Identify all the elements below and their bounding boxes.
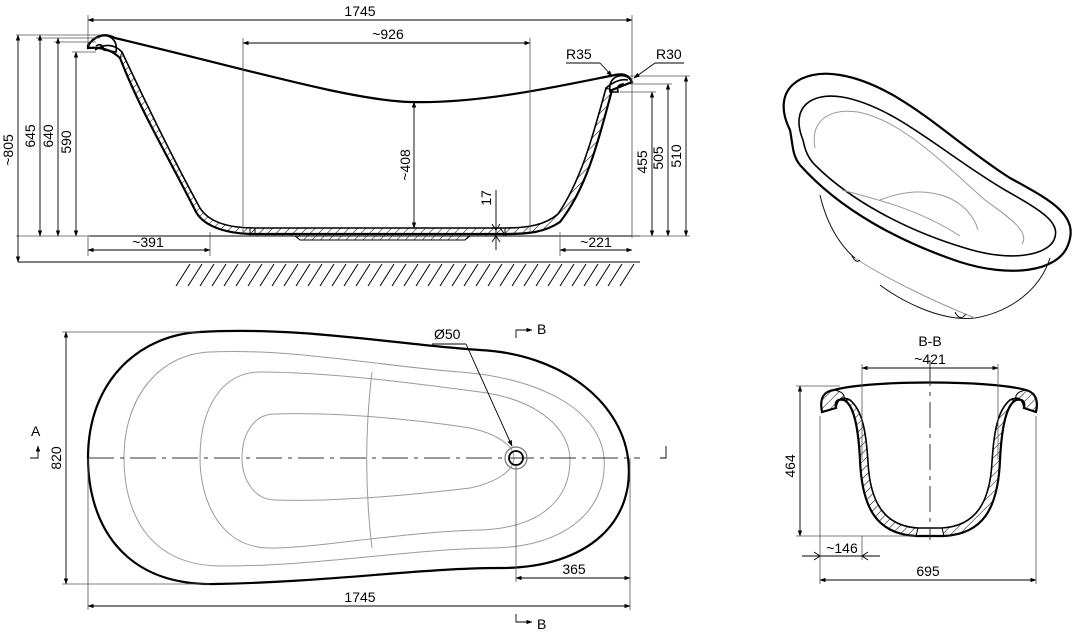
ground-hatch-line bbox=[175, 263, 191, 287]
side-view-left-wall-hatch bbox=[119, 50, 256, 235]
ground-hatch-line bbox=[235, 263, 251, 287]
ground-hatch-line bbox=[343, 263, 359, 287]
ground-hatch-line bbox=[583, 263, 599, 287]
top-view-outer-outline bbox=[86, 329, 630, 586]
dim-left-height-2-label: 640 bbox=[40, 124, 56, 148]
side-view-outer-outline bbox=[86, 34, 634, 236]
ground-hatch-line bbox=[439, 263, 455, 287]
ground-hatch-line bbox=[391, 263, 407, 287]
dim-right-height-2-label: 505 bbox=[650, 146, 666, 170]
ground-hatch-line bbox=[355, 263, 371, 287]
radius-r35-label: R35 bbox=[566, 46, 592, 62]
perspective-outer-body bbox=[819, 194, 1051, 319]
ground-hatch-line bbox=[511, 263, 527, 287]
top-view-inner-basin bbox=[199, 371, 571, 549]
section-b-bottom-label: B bbox=[537, 616, 546, 632]
ground-hatch-line bbox=[535, 263, 551, 287]
section-b-top-label: B bbox=[537, 321, 546, 337]
ground-hatch-line bbox=[499, 263, 515, 287]
side-view-right-rim bbox=[608, 74, 633, 93]
ground-hatch-line bbox=[223, 263, 239, 287]
ground-hatch-line bbox=[619, 263, 635, 287]
ground-hatch-line bbox=[427, 263, 443, 287]
side-view-right-wall-hatch bbox=[504, 87, 613, 235]
section-a-label: A bbox=[31, 423, 41, 439]
ground-hatch-line bbox=[247, 263, 263, 287]
dim-total-length-label: 1745 bbox=[344, 3, 375, 19]
ground-hatch-line bbox=[487, 263, 503, 287]
dim-drain-offset-label: 365 bbox=[562, 561, 586, 577]
perspective-outer-rim bbox=[782, 72, 1072, 272]
side-view-base-hatch bbox=[249, 227, 507, 241]
ground-hatch-line bbox=[463, 263, 479, 287]
ground-hatch-line bbox=[607, 263, 623, 287]
dim-section-height-label: 464 bbox=[782, 454, 798, 478]
ground-hatch-line bbox=[319, 263, 335, 287]
ground-hatch-line bbox=[379, 263, 395, 287]
section-left-wall-hatch bbox=[843, 399, 919, 537]
ground-hatch-line bbox=[451, 263, 467, 287]
perspective-foot-left bbox=[851, 255, 861, 262]
dim-length-label: 1745 bbox=[344, 589, 375, 605]
side-view: 1745 ~926 ~805 645 640 590 ~408 17 455 5… bbox=[0, 3, 690, 287]
dim-right-height-3-label: 510 bbox=[668, 144, 684, 168]
drain-hole bbox=[508, 450, 524, 466]
side-view-inner-outline bbox=[94, 44, 629, 229]
dim-width-label: 820 bbox=[48, 446, 64, 470]
ground-hatch-line bbox=[295, 263, 311, 287]
dim-left-height-3-label: 590 bbox=[58, 130, 74, 154]
radius-r30-label: R30 bbox=[656, 46, 682, 62]
ground-hatch-line bbox=[331, 263, 347, 287]
ground-hatch-line bbox=[271, 263, 287, 287]
dim-section-outer-width-label: 695 bbox=[916, 563, 940, 579]
section-right-wall-hatch bbox=[941, 399, 1017, 537]
drain-diameter-label: Ø50 bbox=[434, 326, 461, 342]
ground-hatch-line bbox=[415, 263, 431, 287]
top-view-bottom-contour bbox=[241, 413, 515, 501]
ground-hatch-line bbox=[403, 263, 419, 287]
dim-section-bottom-offset-label: ~146 bbox=[826, 540, 858, 556]
perspective-view bbox=[782, 72, 1072, 319]
top-view-inner-rim bbox=[123, 350, 605, 567]
perspective-foot-right bbox=[954, 311, 967, 318]
ground-hatch-line bbox=[595, 263, 611, 287]
perspective-inner-rim bbox=[798, 95, 1057, 257]
ground-hatch-line bbox=[211, 263, 227, 287]
dim-section-inner-width-label: ~421 bbox=[914, 351, 946, 367]
ground-hatch-line bbox=[523, 263, 539, 287]
dim-foot-right-label: ~221 bbox=[580, 234, 612, 250]
dim-right-height-1-label: 455 bbox=[634, 150, 650, 174]
section-view: B-B ~421 464 ~146 695 bbox=[782, 333, 1038, 584]
ground-hatch-line bbox=[475, 263, 491, 287]
ground-hatch-line bbox=[199, 263, 215, 287]
ground-hatch-line bbox=[547, 263, 563, 287]
ground-hatch-line bbox=[571, 263, 587, 287]
ground-hatch-line bbox=[259, 263, 275, 287]
dim-foot-left-label: ~391 bbox=[132, 234, 164, 250]
ground-hatch-line bbox=[367, 263, 383, 287]
top-view: Ø50 820 1745 365 B B A bbox=[30, 321, 667, 632]
ground-hatch-line bbox=[187, 263, 203, 287]
dim-left-height-1-label: 645 bbox=[22, 124, 38, 148]
dim-bottom-thickness-label: 17 bbox=[478, 190, 494, 206]
dim-inner-depth-label: ~408 bbox=[397, 149, 413, 181]
ground-hatch-line bbox=[559, 263, 575, 287]
dim-inner-length-label: ~926 bbox=[372, 26, 404, 42]
dim-overall-height-label: ~805 bbox=[0, 134, 16, 166]
ground-hatch-line bbox=[283, 263, 299, 287]
perspective-inner-basin bbox=[813, 110, 1025, 245]
ground-hatch-line bbox=[307, 263, 323, 287]
ground-hatching bbox=[175, 263, 635, 287]
section-title: B-B bbox=[918, 333, 941, 349]
